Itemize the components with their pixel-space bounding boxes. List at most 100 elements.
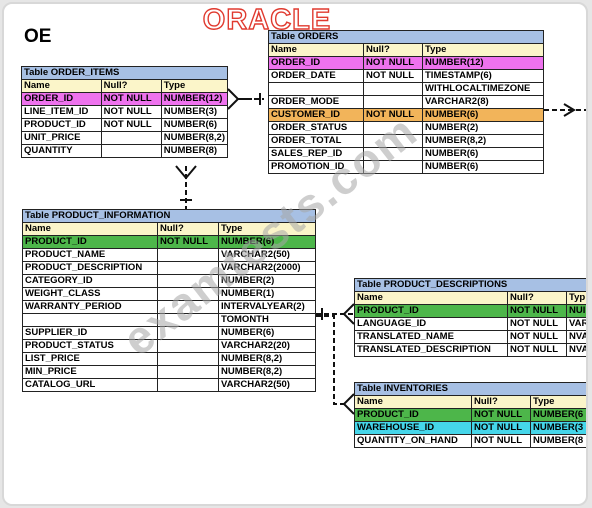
column-type: NUMBER(8,2) — [422, 134, 544, 148]
column-null — [157, 352, 219, 366]
table-row: ORDER_MODE VARCHAR2(8) — [268, 95, 544, 109]
column-name: PRODUCT_ID — [354, 408, 472, 422]
col-header-name: Name — [354, 291, 508, 305]
table-row: PRODUCT_ID NOT NULL NUMBER(6) — [22, 235, 316, 249]
column-null: NOT NULL — [507, 304, 567, 318]
table-row: SUPPLIER_ID NUMBER(6) — [22, 326, 316, 340]
column-type: NUMBER(6) — [422, 160, 544, 174]
table-product-descriptions: Table PRODUCT_DESCRIPTIONS Name Null? Ty… — [354, 278, 586, 357]
column-null: NOT NULL — [471, 434, 531, 448]
table-inventories: Table INVENTORIES Name Null? Type PRODUC… — [354, 382, 586, 448]
column-name: ORDER_MODE — [268, 95, 364, 109]
column-name: QUANTITY — [21, 144, 102, 158]
table-row: QUANTITY_ON_HAND NOT NULL NUMBER(8 — [354, 434, 586, 448]
column-null: NOT NULL — [100, 118, 162, 132]
rel-product-information-descriptions — [316, 303, 355, 325]
column-name: CATEGORY_ID — [22, 274, 158, 288]
table-row: PRODUCT_NAME VARCHAR2(50) — [22, 248, 316, 262]
rel-orders-customers — [544, 103, 586, 117]
column-type: NUMBER(3 — [530, 421, 586, 435]
table-order-items: Table ORDER_ITEMS Name Null? Type ORDER_… — [21, 66, 229, 158]
column-type: NUMBER(8) — [160, 144, 229, 158]
table-row: UNIT_PRICE NUMBER(8,2) — [21, 131, 229, 145]
col-header-null: Null? — [157, 222, 219, 236]
table-row: ORDER_STATUS NUMBER(2) — [268, 121, 544, 135]
column-name: MIN_PRICE — [22, 365, 158, 379]
column-type: VARCHAR2(8) — [422, 95, 544, 109]
column-name: WEIGHT_CLASS — [22, 287, 158, 301]
column-name: CUSTOMER_ID — [268, 108, 364, 122]
column-name: LINE_ITEM_ID — [21, 105, 102, 119]
column-type: NVA — [566, 343, 586, 357]
table-row: ORDER_DATE NOT NULL TIMESTAMP(6) — [268, 69, 544, 83]
column-name: WAREHOUSE_ID — [354, 421, 472, 435]
schema-label: OE — [24, 26, 52, 47]
column-type: NUMBER(8,2) — [218, 352, 316, 366]
table-product-information: Table PRODUCT_INFORMATION Name Null? Typ… — [22, 209, 316, 392]
table-row: MIN_PRICE NUMBER(8,2) — [22, 365, 316, 379]
column-null — [157, 378, 219, 392]
column-type: NUMBER(6) — [218, 326, 316, 340]
rel-order-items-orders — [227, 88, 264, 110]
column-null: NOT NULL — [363, 69, 423, 83]
column-null — [100, 131, 162, 145]
column-name: TRANSLATED_DESCRIPTION — [354, 343, 508, 357]
column-name: QUANTITY_ON_HAND — [354, 434, 472, 448]
column-name: UNIT_PRICE — [21, 131, 102, 145]
column-type: NUMBER(6) — [422, 108, 544, 122]
col-header-name: Name — [268, 43, 364, 57]
table-row: PRODUCT_ID NOT NULL NUI — [354, 304, 586, 318]
col-header-null: Null? — [471, 395, 531, 409]
column-type: NUMBER(6) — [160, 118, 229, 132]
column-type: NUMBER(6 — [530, 408, 586, 422]
column-type: NUMBER(8 — [530, 434, 586, 448]
relationship-lines — [175, 88, 586, 415]
column-name: PRODUCT_ID — [21, 118, 102, 132]
table-title: Table ORDERS — [268, 30, 544, 44]
table-row: LANGUAGE_ID NOT NULL VAR — [354, 317, 586, 331]
table-title: Table ORDER_ITEMS — [21, 66, 228, 80]
col-header-type: Type — [422, 43, 544, 57]
col-header-name: Name — [354, 395, 472, 409]
rel-product-information-inventories — [316, 315, 355, 415]
col-header-name: Name — [21, 79, 102, 93]
table-row: ORDER_ID NOT NULL NUMBER(12) — [21, 92, 229, 106]
table-row: ORDER_TOTAL NUMBER(8,2) — [268, 134, 544, 148]
column-type: NUMBER(6) — [422, 147, 544, 161]
table-orders: Table ORDERS Name Null? Type ORDER_ID NO… — [268, 30, 544, 174]
table-row: LIST_PRICE NUMBER(8,2) — [22, 352, 316, 366]
col-header-name: Name — [22, 222, 158, 236]
table-row: QUANTITY NUMBER(8) — [21, 144, 229, 158]
table-row: WAREHOUSE_ID NOT NULL NUMBER(3 — [354, 421, 586, 435]
column-name: PRODUCT_ID — [354, 304, 508, 318]
column-null: NOT NULL — [157, 235, 219, 249]
table-row: TRANSLATED_DESCRIPTION NOT NULL NVA — [354, 343, 586, 357]
column-null: NOT NULL — [100, 105, 162, 119]
table-row: PRODUCT_ID NOT NULL NUMBER(6 — [354, 408, 586, 422]
column-type: TOMONTH — [218, 313, 316, 327]
column-null: NOT NULL — [507, 317, 567, 331]
column-null — [363, 82, 423, 96]
col-header-null: Null? — [507, 291, 567, 305]
oracle-logo-text: ORACLE — [203, 4, 331, 34]
column-null: NOT NULL — [471, 421, 531, 435]
table-row: ORDER_ID NOT NULL NUMBER(12) — [268, 56, 544, 70]
column-name: ORDER_ID — [21, 92, 102, 106]
table-row: CUSTOMER_ID NOT NULL NUMBER(6) — [268, 108, 544, 122]
column-name: CATALOG_URL — [22, 378, 158, 392]
column-name: ORDER_STATUS — [268, 121, 364, 135]
table-row: SALES_REP_ID NUMBER(6) — [268, 147, 544, 161]
table-row: LINE_ITEM_ID NOT NULL NUMBER(3) — [21, 105, 229, 119]
column-null: NOT NULL — [363, 56, 423, 70]
col-header-type: Type — [530, 395, 586, 409]
column-name: TRANSLATED_NAME — [354, 330, 508, 344]
col-header-null: Null? — [100, 79, 162, 93]
column-null: NOT NULL — [363, 108, 423, 122]
column-type: NUMBER(3) — [160, 105, 229, 119]
col-header-type: Type — [160, 79, 229, 93]
column-type: VAR — [566, 317, 586, 331]
rel-order-items-product-information — [175, 165, 197, 210]
column-name: ORDER_ID — [268, 56, 364, 70]
column-null: NOT NULL — [507, 330, 567, 344]
